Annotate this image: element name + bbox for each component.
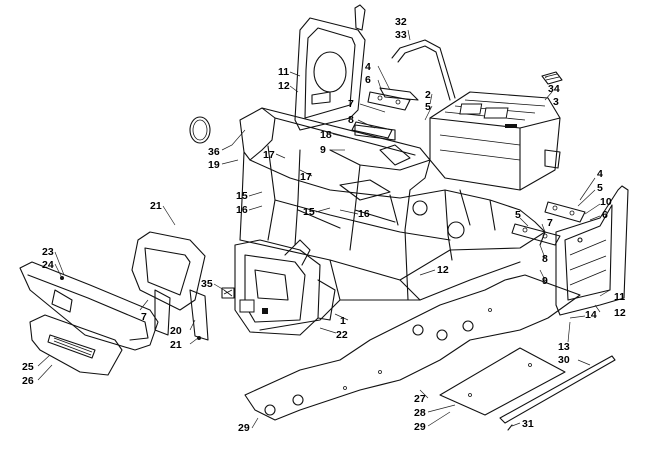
callout-15: 15 bbox=[236, 190, 248, 202]
callout-36: 36 bbox=[208, 146, 220, 158]
callout-29: 29 bbox=[238, 422, 250, 434]
seat-back-frame bbox=[294, 4, 366, 131]
callout-5: 5 bbox=[597, 182, 603, 194]
callout-3: 3 bbox=[553, 96, 559, 108]
callout-19: 19 bbox=[208, 159, 220, 171]
callout-23: 23 bbox=[42, 246, 54, 258]
callout-6: 6 bbox=[602, 209, 608, 221]
callout-35: 35 bbox=[201, 278, 213, 290]
callout-28: 28 bbox=[414, 407, 426, 419]
callout-1: 1 bbox=[340, 315, 346, 327]
pads bbox=[221, 71, 563, 299]
front-lower-frame bbox=[234, 239, 336, 336]
callout-20: 20 bbox=[170, 325, 182, 337]
callout-17: 17 bbox=[263, 149, 275, 161]
callout-11: 11 bbox=[614, 291, 625, 303]
callout-26: 26 bbox=[22, 375, 34, 387]
callout-11: 11 bbox=[278, 66, 289, 78]
callout-labels: 32 33 34 3 4 6 2 5 7 8 11 12 18 9 36 19 … bbox=[22, 16, 626, 434]
callout-7: 7 bbox=[348, 98, 354, 110]
callout-15: 15 bbox=[303, 206, 315, 218]
callout-30: 30 bbox=[558, 354, 570, 366]
callout-2: 2 bbox=[425, 89, 431, 101]
side-trim-strip bbox=[499, 355, 616, 431]
callout-12: 12 bbox=[614, 307, 626, 319]
callout-8: 8 bbox=[348, 114, 354, 126]
hose-clip bbox=[189, 116, 211, 144]
callout-4: 4 bbox=[365, 61, 371, 73]
callout-29: 29 bbox=[414, 421, 426, 433]
callout-24: 24 bbox=[42, 259, 54, 271]
callout-9: 9 bbox=[542, 275, 548, 287]
callout-17: 17 bbox=[300, 171, 312, 183]
callout-34: 34 bbox=[548, 83, 560, 95]
front-skid-plate bbox=[29, 314, 123, 376]
leader-lines bbox=[37, 29, 611, 429]
front-bumper-bracket bbox=[131, 231, 209, 341]
callout-16: 16 bbox=[358, 208, 370, 220]
callout-14: 14 bbox=[585, 309, 597, 321]
callout-9: 9 bbox=[320, 144, 326, 156]
front-bumper bbox=[19, 261, 159, 351]
callout-32: 32 bbox=[395, 16, 407, 28]
floor-access-plate bbox=[439, 347, 566, 416]
callout-13: 13 bbox=[558, 341, 570, 353]
callout-27: 27 bbox=[414, 393, 426, 405]
callout-5: 5 bbox=[425, 101, 431, 113]
callout-5: 5 bbox=[515, 209, 521, 221]
callout-10: 10 bbox=[600, 196, 612, 208]
callout-25: 25 bbox=[22, 361, 34, 373]
callout-4: 4 bbox=[597, 168, 603, 180]
callout-21: 21 bbox=[150, 200, 162, 212]
callout-22: 22 bbox=[336, 329, 348, 341]
top-bracket-set bbox=[351, 91, 411, 139]
floor-pan bbox=[244, 274, 581, 421]
cargo-box-frame bbox=[429, 91, 561, 191]
callout-31: 31 bbox=[522, 418, 534, 430]
callout-12: 12 bbox=[278, 80, 290, 92]
callout-16: 16 bbox=[236, 204, 248, 216]
callout-7: 7 bbox=[141, 311, 147, 323]
callout-8: 8 bbox=[542, 253, 548, 265]
callout-33: 33 bbox=[395, 29, 407, 41]
callout-21: 21 bbox=[170, 339, 182, 351]
callout-12: 12 bbox=[437, 264, 449, 276]
callout-7: 7 bbox=[547, 217, 553, 229]
main-frame bbox=[239, 107, 546, 331]
callout-6: 6 bbox=[365, 74, 371, 86]
callout-18: 18 bbox=[320, 129, 332, 141]
